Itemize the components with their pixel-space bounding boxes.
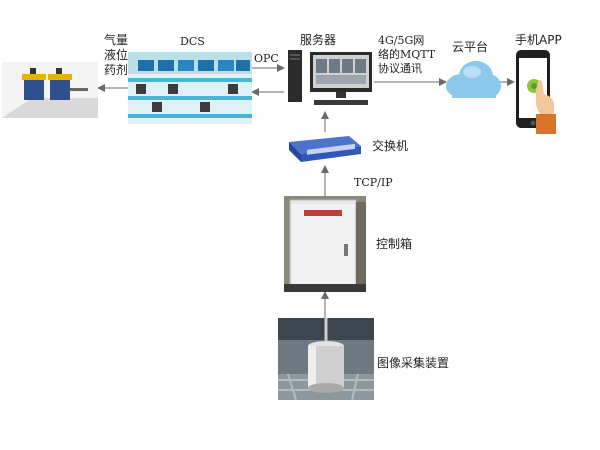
cloud-label: 云平台 [452,40,489,54]
tcpip-label: TCP/IP [354,176,393,189]
dosing-label-gas: 气量 [104,33,129,47]
dosing-label-level: 液位 [104,48,129,62]
protocol-label-mqtt: 络的MQTT [378,48,436,61]
phone-icon [514,50,560,136]
switch-label: 交换机 [372,139,409,153]
control-box-label: 控制箱 [376,237,413,251]
cloud-icon [444,58,502,102]
dosing-equipment-image [2,62,98,118]
opc-label: OPC [254,52,279,65]
image-device-label: 图像采集装置 [377,356,450,370]
dcs-control-room-image [128,52,252,124]
server-label: 服务器 [300,33,337,47]
dosing-label-chemical: 药剂 [104,63,129,77]
phone-app-label: 手机APP [515,33,562,47]
network-switch-image [289,132,361,166]
image-acquisition-device-image [278,318,374,401]
protocol-label-network: 4G/5G网 [378,34,425,47]
protocol-label-communication: 协议通讯 [378,62,422,75]
server-computer-image [284,50,376,110]
control-box-image [284,196,366,292]
dcs-label: DCS [180,35,205,48]
